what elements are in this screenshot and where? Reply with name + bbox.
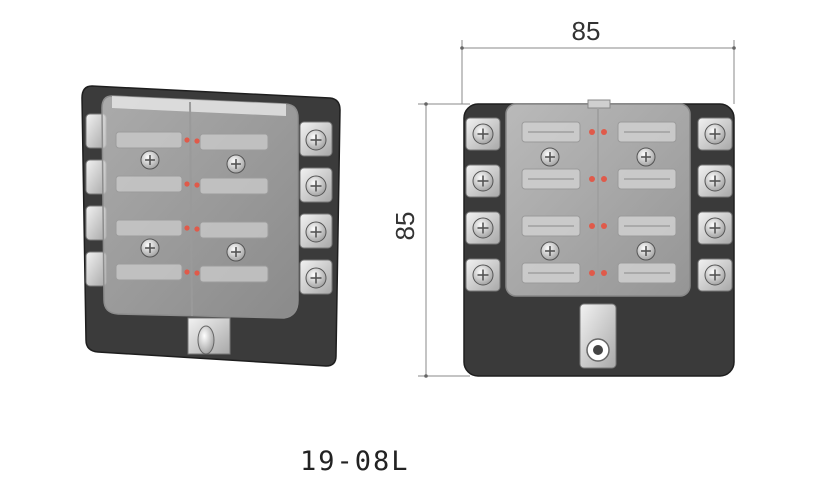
perspective-fuse-left (115, 263, 183, 281)
front-led-left (589, 176, 595, 182)
perspective-fuse-right (199, 221, 269, 239)
perspective-led-left (184, 181, 190, 187)
perspective-fuse-left (115, 175, 183, 193)
front-led-right (601, 270, 607, 276)
width-dimension-label: 85 (572, 16, 601, 46)
perspective-led-left (184, 269, 190, 275)
perspective-led-right (194, 226, 200, 232)
perspective-led-right (194, 182, 200, 188)
height-dim-tick-top (424, 102, 428, 106)
height-dimension-label: 85 (390, 212, 420, 241)
perspective-fuse-right (199, 177, 269, 195)
perspective-fuse-right (199, 133, 269, 151)
front-ground-stud-hole (593, 345, 603, 355)
perspective-fuse-left (115, 131, 183, 149)
front-led-right (601, 129, 607, 135)
perspective-right-terminals (299, 121, 333, 295)
model-code-label: 19-08L (300, 446, 410, 477)
perspective-fuse-right (199, 265, 269, 283)
dimension-lines (418, 40, 735, 377)
perspective-led-left (184, 137, 190, 143)
front-terminals (465, 117, 733, 292)
perspective-cover-top-edge (112, 96, 286, 116)
perspective-fuse-left (115, 219, 183, 237)
perspective-fuse-slots (115, 131, 269, 283)
front-cover-top-tab (587, 99, 611, 109)
front-fuse-slots (521, 121, 677, 284)
width-dim-tick-right (732, 46, 736, 50)
perspective-cover (101, 95, 299, 319)
perspective-led-right (194, 138, 200, 144)
perspective-cover-center-ridge (189, 101, 193, 317)
front-led-right (601, 176, 607, 182)
perspective-led-right (194, 270, 200, 276)
perspective-ground-stud (197, 325, 215, 355)
front-led-left (589, 129, 595, 135)
perspective-view (81, 85, 341, 367)
perspective-left-terminals (85, 113, 107, 287)
front-led-right (601, 223, 607, 229)
height-dim-tick-bottom (424, 374, 428, 378)
width-dim-tick-left (460, 46, 464, 50)
perspective-led-left (184, 225, 190, 231)
front-led-left (589, 223, 595, 229)
front-led-left (589, 270, 595, 276)
front-view: 85 85 (390, 16, 736, 378)
